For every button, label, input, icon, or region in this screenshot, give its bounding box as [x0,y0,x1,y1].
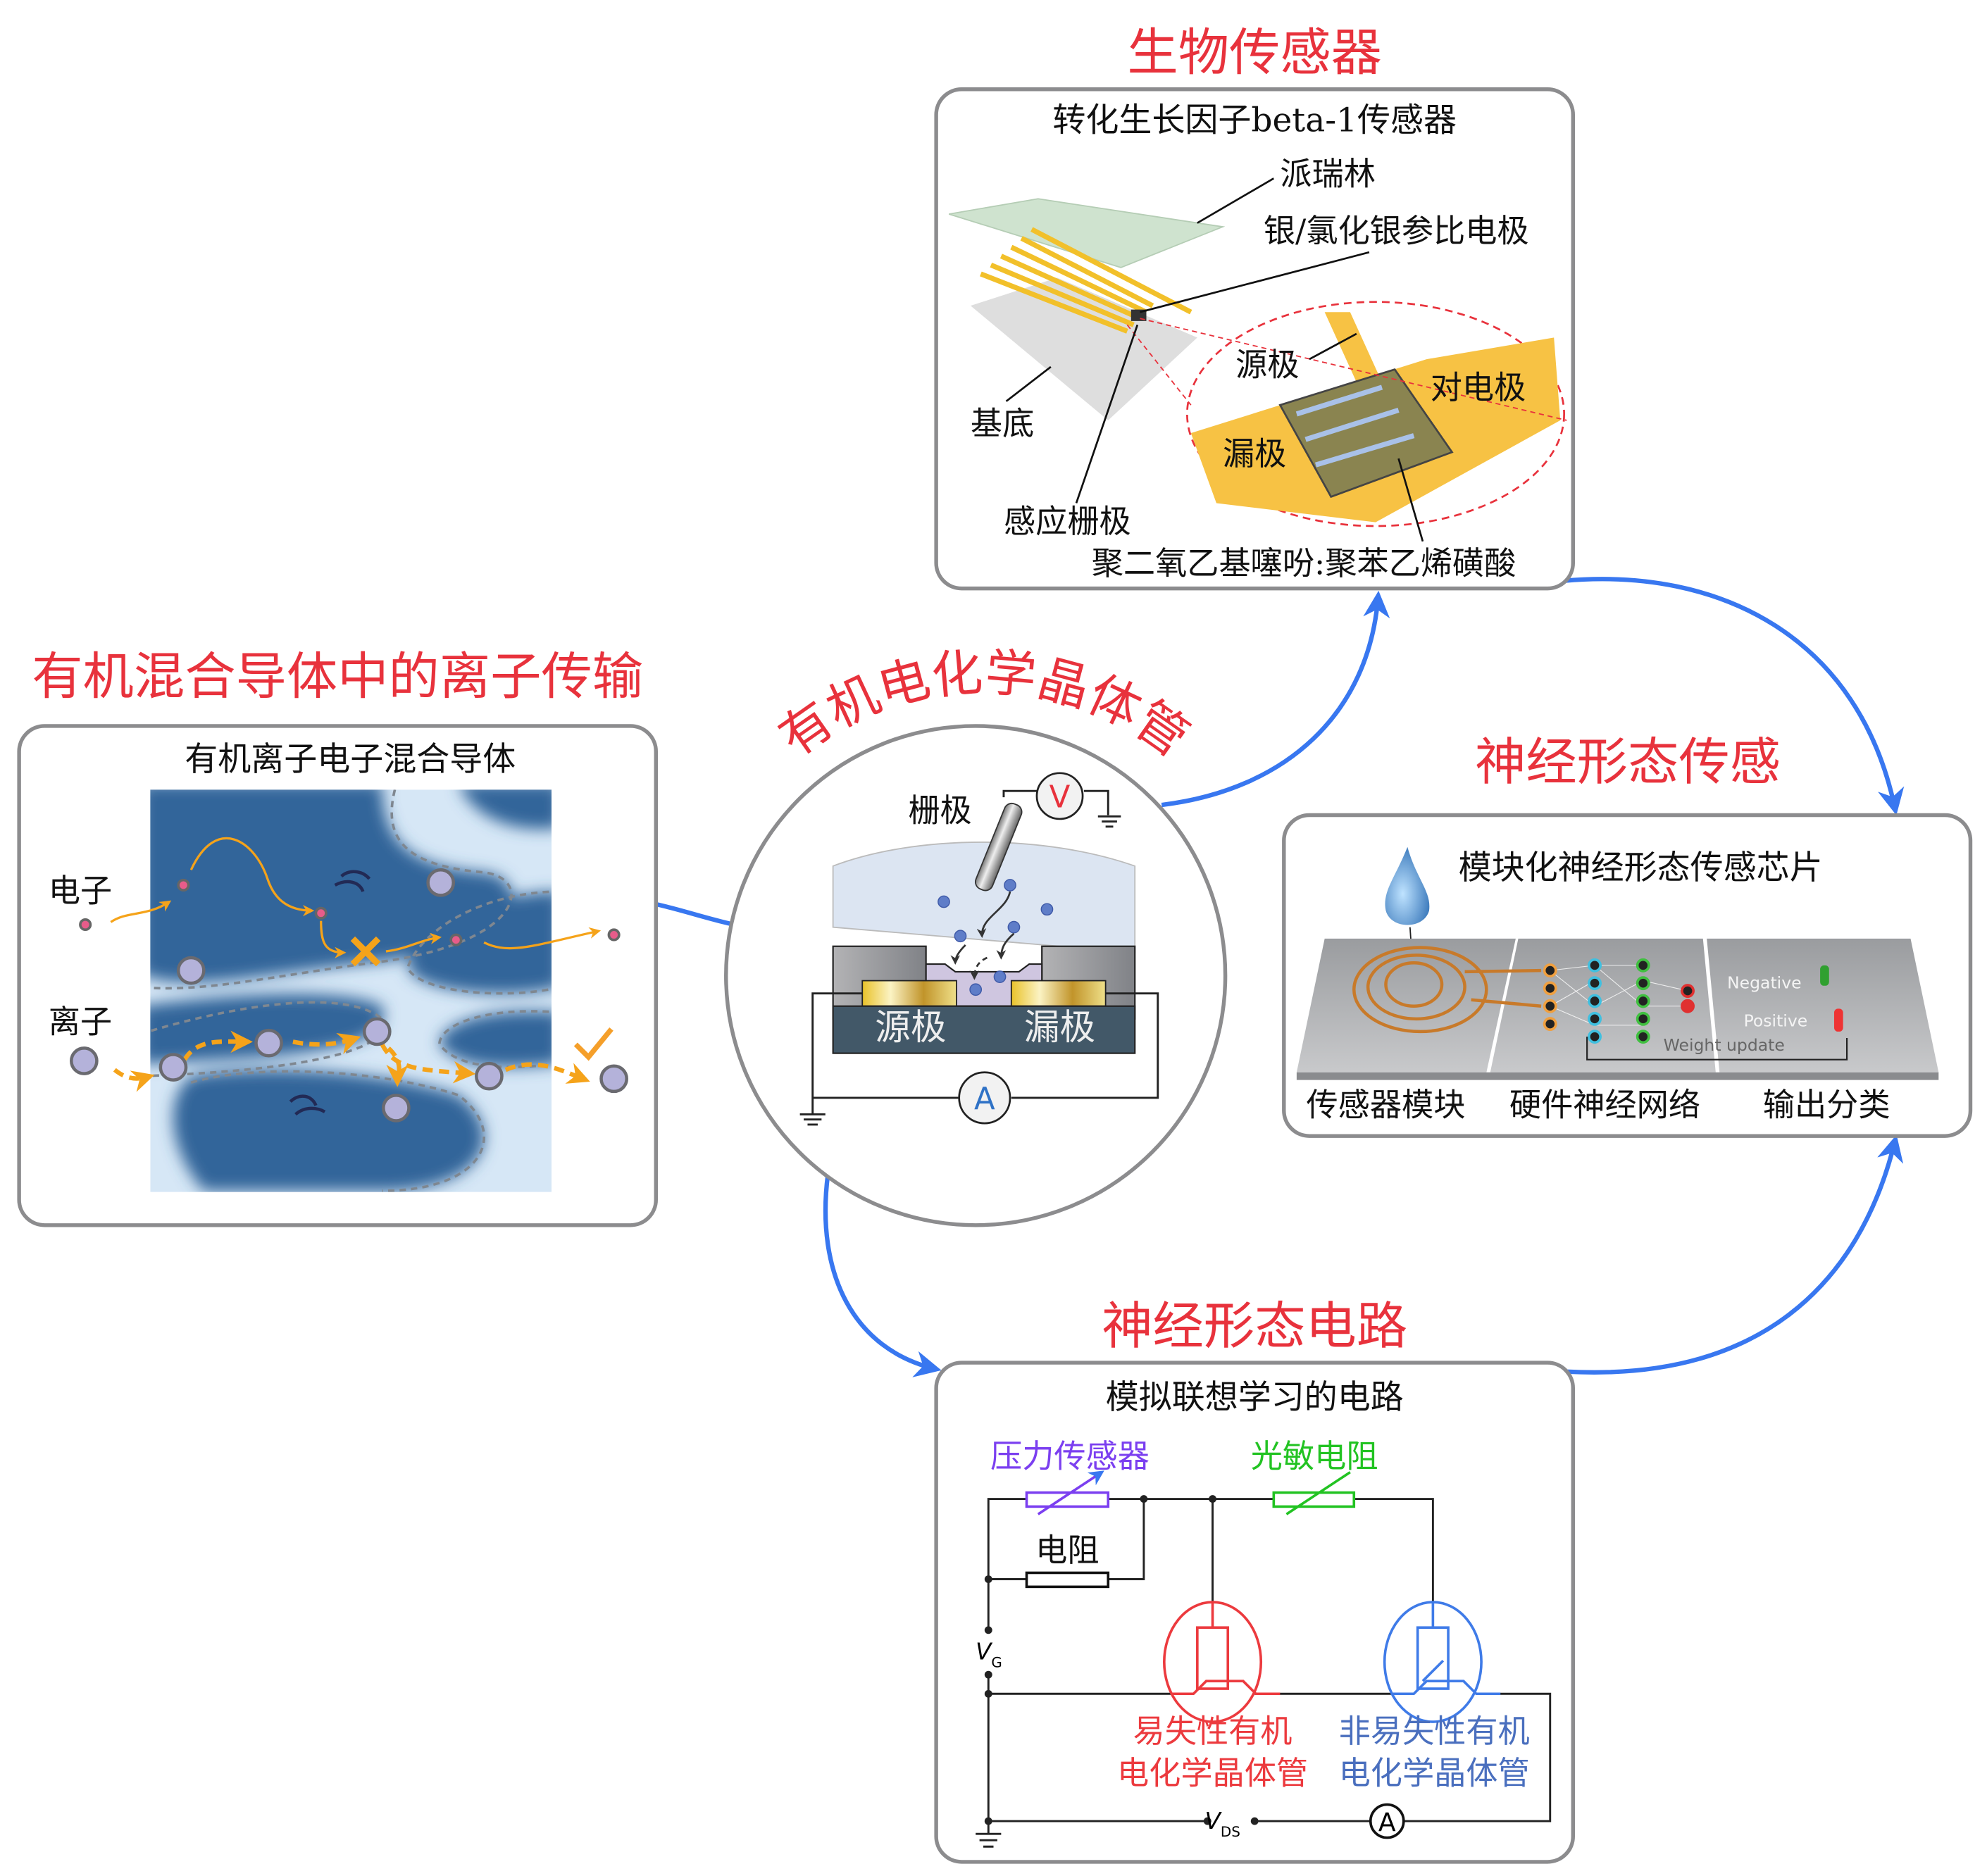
label-drain: 漏极 [1223,435,1286,473]
label-resistor: 电阻 [1035,1532,1099,1569]
photoresistor-symbol [1272,1491,1356,1508]
neuro-sensing-box-title: 模块化神经形态传感芯片 [1459,849,1823,887]
label-sensing-gate: 感应栅极 [1004,503,1131,540]
sensing-chip-illustration [1296,846,1939,1080]
label-photoresistor: 光敏电阻 [1251,1437,1378,1475]
biosensor-device-illustration [948,177,1567,542]
resistor-symbol [1025,1571,1110,1589]
electrons [79,878,621,946]
circuit-ammeter: A [1369,1803,1405,1839]
label-sensor-module: 传感器模块 [1306,1086,1465,1123]
label-positive: Positive [1744,1011,1808,1031]
voltmeter: V [1035,772,1084,820]
ions [70,868,628,1123]
neuro-circuit-box-title: 模拟联想学习的电路 [1106,1378,1404,1417]
label-nonvolatile-oect-2: 电化学晶体管 [1339,1755,1530,1792]
label-nonvolatile-oect-1: 非易失性有机 [1339,1713,1530,1750]
oect-device-illustration [799,789,1159,1126]
blocked-x-icon [350,936,381,967]
label-volatile-oect-1: 易失性有机 [1133,1713,1293,1750]
neuro-sensing-section-title: 神经形态传感 [1475,733,1781,792]
biosensor-section-title: 生物传感器 [1127,24,1382,83]
ion-paths [113,1030,590,1092]
label-parylene: 派瑞林 [1280,155,1376,192]
label-volatile-oect-2: 电化学晶体管 [1117,1755,1308,1792]
label-output-classification: 输出分类 [1763,1086,1891,1123]
label-substrate: 基底 [971,405,1034,442]
ion-transport-box-title: 有机离子电子混合导体 [185,740,516,779]
volatile-oect-symbol [1163,1601,1281,1723]
label-pressure-sensor: 压力传感器 [990,1437,1150,1475]
label-reference-electrode: 银/氯化银参比电极 [1264,213,1529,250]
ion-transport-section-title: 有机混合导体中的离子传输 [32,648,643,707]
mixed-conductor-illustration [150,789,552,1192]
label-ion: 离子 [49,1003,112,1041]
pass-check-icon [573,1027,613,1061]
label-counter-electrode: 对电极 [1431,369,1526,406]
ammeter: A [958,1071,1011,1125]
label-pedot-pss: 聚二氧乙基噻吩:聚苯乙烯磺酸 [1092,545,1516,582]
association-circuit [976,1470,1552,1848]
nonvolatile-oect-symbol [1383,1601,1501,1723]
label-hardware-nn: 硬件神经网络 [1509,1086,1700,1123]
svg-text:A: A [974,1082,995,1117]
flow-arrow-circuit-to-neuro-sensing [1566,1134,1904,1375]
electron-paths [110,837,602,958]
neuro-circuit-panel [934,1361,1576,1864]
label-vds: VDS [1205,1808,1240,1840]
svg-text:A: A [1378,1808,1396,1838]
label-vg: VG [976,1638,1002,1670]
label-negative: Negative [1727,973,1801,992]
label-weight-update: Weight update [1664,1035,1785,1055]
biosensor-box-title: 转化生长因子beta-1传感器 [1052,101,1457,139]
label-source: 源极 [1235,346,1299,384]
label-electron: 电子 [49,872,112,909]
flow-arrow-to-neuro-circuit [823,1174,942,1377]
label-oect-drain: 漏极 [1024,1006,1095,1048]
neuro-circuit-section-title: 神经形态电路 [1102,1297,1407,1356]
label-gate: 栅极 [908,792,971,830]
svg-text:V: V [1049,780,1071,815]
droplet-icon [1385,846,1430,925]
label-oect-source: 源极 [875,1006,946,1048]
pressure-sensor-symbol [1025,1491,1110,1508]
flow-arrow-to-biosensor [1161,590,1390,808]
flow-arrow-biosensor-to-neuro-sensing [1564,577,1905,815]
